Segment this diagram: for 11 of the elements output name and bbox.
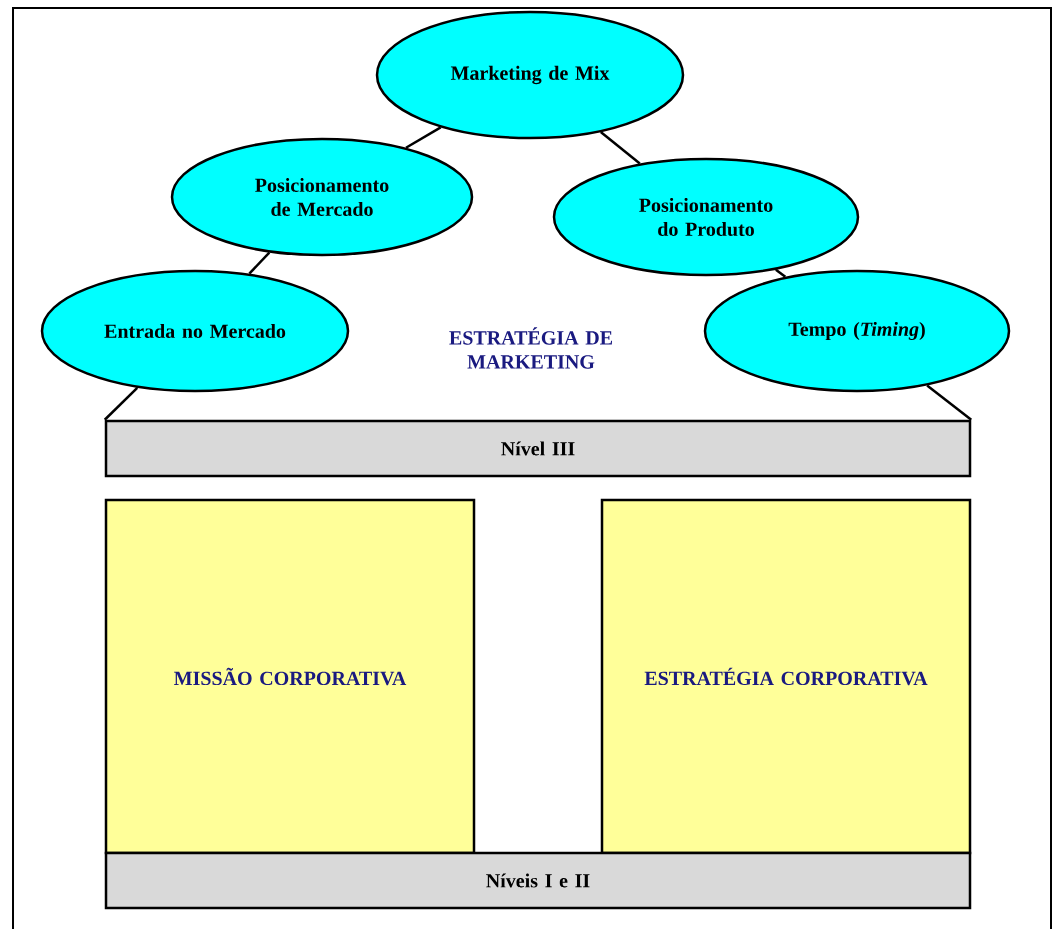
- strategy-box: ESTRATÉGIA CORPORATIVA: [600, 498, 972, 855]
- connector-line: [775, 268, 787, 278]
- connector-line: [103, 386, 139, 421]
- connector-line: [248, 251, 271, 275]
- level-bar: Níveis I e II: [104, 851, 972, 910]
- connector-line: [600, 131, 641, 165]
- connector-line: [926, 384, 972, 421]
- level-bar: Nível III: [104, 419, 972, 478]
- strategy-box: MISSÃO CORPORATIVA: [104, 498, 476, 855]
- connector-line: [405, 126, 442, 149]
- section-title: ESTRATÉGIA DE MARKETING: [449, 327, 612, 369]
